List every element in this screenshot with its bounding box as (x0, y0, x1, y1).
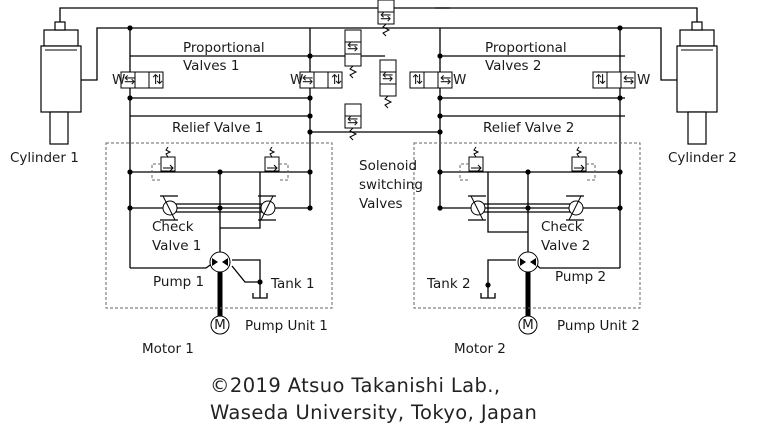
cylinder-1 (40, 21, 82, 145)
pump-unit-1-label: Pump Unit 1 (245, 318, 328, 334)
pump-1 (209, 251, 231, 273)
pump-unit-2-box (413, 142, 641, 309)
proportional-valves-1-label-line1: Proportional (183, 40, 265, 56)
svg-text:⇆: ⇆ (380, 9, 391, 25)
junction-dots (127, 25, 623, 288)
solenoid-label-line3: Valves (359, 196, 403, 212)
check-valve-1-label-line2: Valve 1 (152, 238, 201, 254)
cylinder-2 (676, 21, 718, 145)
pump-2-label: Pump 2 (555, 269, 606, 285)
motor-2: M (518, 315, 538, 335)
relief-valve-2-label: Relief Valve 2 (483, 120, 574, 136)
pump-1-label: Pump 1 (153, 274, 204, 290)
proportional-valve-left-b: W ⇆ ⇅ (290, 71, 343, 89)
cylinder-2-label: Cylinder 2 (668, 150, 737, 166)
solenoid-label-line1: Solenoid (359, 158, 417, 174)
proportional-valve-right-a: W ⇅ ⇆ (409, 71, 466, 89)
svg-text:⇅: ⇅ (412, 72, 423, 88)
svg-text:⇆: ⇆ (302, 72, 313, 88)
relief-valve-1a (151, 146, 176, 181)
solenoid-valve-top: ⇆ (377, 0, 395, 37)
tank-1 (252, 293, 268, 299)
svg-text:⇅: ⇅ (595, 72, 606, 88)
pump-unit-1-box (105, 142, 333, 309)
solenoid-valve-left-lower: ⇆ (344, 103, 362, 141)
check-valve-1 (160, 195, 276, 221)
motor-2-label: Motor 2 (454, 341, 506, 357)
svg-text:M: M (214, 317, 226, 333)
proportional-valves-2-label-line1: Proportional (485, 40, 567, 56)
svg-text:⇆: ⇆ (382, 69, 393, 85)
svg-text:⇆: ⇆ (440, 72, 451, 88)
svg-text:W: W (290, 72, 303, 88)
check-valve-2-label-line1: Check (541, 219, 583, 235)
svg-text:⇅: ⇅ (331, 72, 342, 88)
svg-text:M: M (522, 317, 534, 333)
copyright-line-1: ©2019 Atsuo Takanishi Lab., (210, 374, 500, 397)
relief-valve-2b (571, 146, 596, 181)
relief-valve-2a (459, 146, 484, 181)
svg-text:⇆: ⇆ (124, 72, 135, 88)
pump-2 (517, 251, 539, 273)
svg-text:⇆: ⇆ (347, 39, 358, 55)
tank-1-label: Tank 1 (270, 276, 315, 292)
svg-text:⇆: ⇆ (347, 113, 358, 129)
relief-valve-1b (264, 146, 289, 181)
tank-2 (480, 293, 496, 299)
relief-valve-1-label: Relief Valve 1 (172, 120, 263, 136)
motor-1: M (210, 315, 230, 335)
svg-text:⇅: ⇅ (152, 72, 163, 88)
svg-text:W: W (453, 72, 466, 88)
pump-unit-2-label: Pump Unit 2 (557, 318, 640, 334)
solenoid-valve-left-upper: ⇆ (344, 29, 362, 79)
copyright-line-2: Waseda University, Tokyo, Japan (210, 401, 537, 424)
solenoid-label-line2: switching (359, 177, 423, 193)
svg-text:W: W (112, 72, 125, 88)
motor-1-label: Motor 1 (142, 341, 194, 357)
check-valve-1-label-line1: Check (152, 219, 194, 235)
check-valve-2 (468, 195, 584, 221)
check-valve-2-label-line2: Valve 2 (541, 238, 590, 254)
proportional-valves-1-label-line2: Valves 1 (183, 58, 239, 74)
cylinder-1-label: Cylinder 1 (10, 150, 79, 166)
svg-text:⇆: ⇆ (623, 72, 634, 88)
proportional-valves-2-label-line2: Valves 2 (485, 58, 541, 74)
proportional-valve-left-a: W ⇆ ⇅ (112, 71, 164, 89)
tank-2-label: Tank 2 (426, 276, 471, 292)
svg-text:W: W (637, 72, 650, 88)
proportional-valve-right-b: W ⇅ ⇆ (592, 71, 650, 89)
solenoid-valve-right-upper: ⇆ (379, 59, 397, 109)
